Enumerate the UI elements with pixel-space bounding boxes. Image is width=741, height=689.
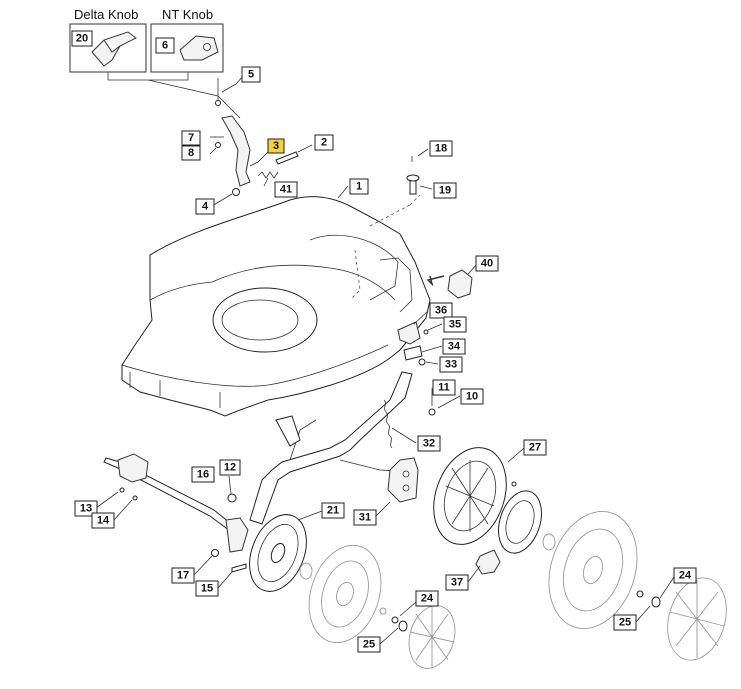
callout-37-text: 37 <box>451 577 463 589</box>
callout-8: 8 <box>181 145 201 161</box>
callout-37: 37 <box>445 574 469 591</box>
callout-19-text: 19 <box>439 185 451 197</box>
callout-1-text: 1 <box>356 181 362 193</box>
nt-knob-title: NT Knob <box>162 7 213 22</box>
callout-1: 1 <box>349 178 369 195</box>
callout-41: 41 <box>274 181 298 198</box>
callout-13-text: 13 <box>80 503 92 515</box>
callout-4-text: 4 <box>202 201 209 213</box>
callout-25-front: 25 <box>357 636 381 653</box>
callout-3-highlighted: 3 <box>267 138 285 154</box>
delta-knob-inset: Delta Knob <box>69 7 147 73</box>
callout-25-rear-text: 25 <box>619 617 631 629</box>
front-wheel <box>249 514 456 669</box>
nt-knob-part <box>179 35 219 61</box>
right-side-parts <box>397 156 473 366</box>
callout-7-text: 7 <box>188 132 194 144</box>
callout-16-text: 16 <box>197 469 209 481</box>
callout-24-rear: 24 <box>673 567 697 584</box>
callout-2-text: 2 <box>321 137 327 149</box>
callout-24-rear-text: 24 <box>679 570 692 582</box>
callout-19: 19 <box>433 182 457 199</box>
nt-knob-inset: NT Knob <box>150 7 224 73</box>
callout-14: 14 <box>91 512 115 529</box>
rear-height-adjuster <box>249 371 436 525</box>
callout-5: 5 <box>241 66 261 83</box>
callout-32: 32 <box>417 435 441 452</box>
callout-34: 34 <box>442 338 466 355</box>
callout-2: 2 <box>314 134 334 151</box>
callout-21: 21 <box>321 502 345 519</box>
callout-11-text: 11 <box>438 382 450 394</box>
callout-20-text: 20 <box>76 33 88 45</box>
callout-12-text: 12 <box>224 462 236 474</box>
callout-14-text: 14 <box>97 515 110 527</box>
callout-17-text: 17 <box>177 570 189 582</box>
callout-13: 13 <box>74 500 98 517</box>
delta-knob-title: Delta Knob <box>74 7 138 22</box>
callout-25-rear: 25 <box>613 614 637 631</box>
callout-31: 31 <box>353 509 377 526</box>
callout-41-text: 41 <box>280 184 292 196</box>
callout-40: 40 <box>475 255 499 272</box>
callout-24-front-text: 24 <box>421 593 434 605</box>
callout-27: 27 <box>523 439 547 456</box>
callout-6: 6 <box>155 37 175 54</box>
callout-15-text: 15 <box>201 583 213 595</box>
callout-35-text: 35 <box>449 319 461 331</box>
callout-16: 16 <box>191 466 215 483</box>
mower-deck <box>121 194 431 417</box>
callout-33: 33 <box>439 356 463 373</box>
callout-10: 10 <box>460 388 484 405</box>
callout-3-text: 3 <box>273 140 279 152</box>
callout-34-text: 34 <box>448 341 461 353</box>
callout-21-text: 21 <box>327 505 339 517</box>
callout-10-text: 10 <box>466 391 478 403</box>
callout-35: 35 <box>443 316 467 333</box>
callout-36: 36 <box>429 302 453 319</box>
callout-20: 20 <box>71 30 93 47</box>
handle-bracket <box>215 78 299 196</box>
callout-8-text: 8 <box>188 147 194 159</box>
callout-15: 15 <box>195 580 219 597</box>
callout-4: 4 <box>195 198 215 215</box>
callout-11: 11 <box>432 379 456 396</box>
callout-40-text: 40 <box>481 258 493 270</box>
callout-31-text: 31 <box>359 512 371 524</box>
callout-33-text: 33 <box>445 359 457 371</box>
callout-12: 12 <box>219 459 241 476</box>
callout-32-text: 32 <box>423 438 435 450</box>
callout-27-text: 27 <box>529 442 541 454</box>
rear-wheel <box>433 447 727 661</box>
callout-24-front: 24 <box>415 590 439 607</box>
callout-36-text: 36 <box>435 305 447 317</box>
callout-18: 18 <box>429 140 453 157</box>
delta-knob-part <box>91 31 137 67</box>
callout-18-text: 18 <box>435 143 447 155</box>
callout-17: 17 <box>171 567 195 584</box>
callout-25-front-text: 25 <box>363 639 375 651</box>
callout-6-text: 6 <box>162 40 168 52</box>
callout-5-text: 5 <box>248 69 254 81</box>
callout-7: 7 <box>181 130 201 146</box>
front-axle <box>103 453 249 573</box>
